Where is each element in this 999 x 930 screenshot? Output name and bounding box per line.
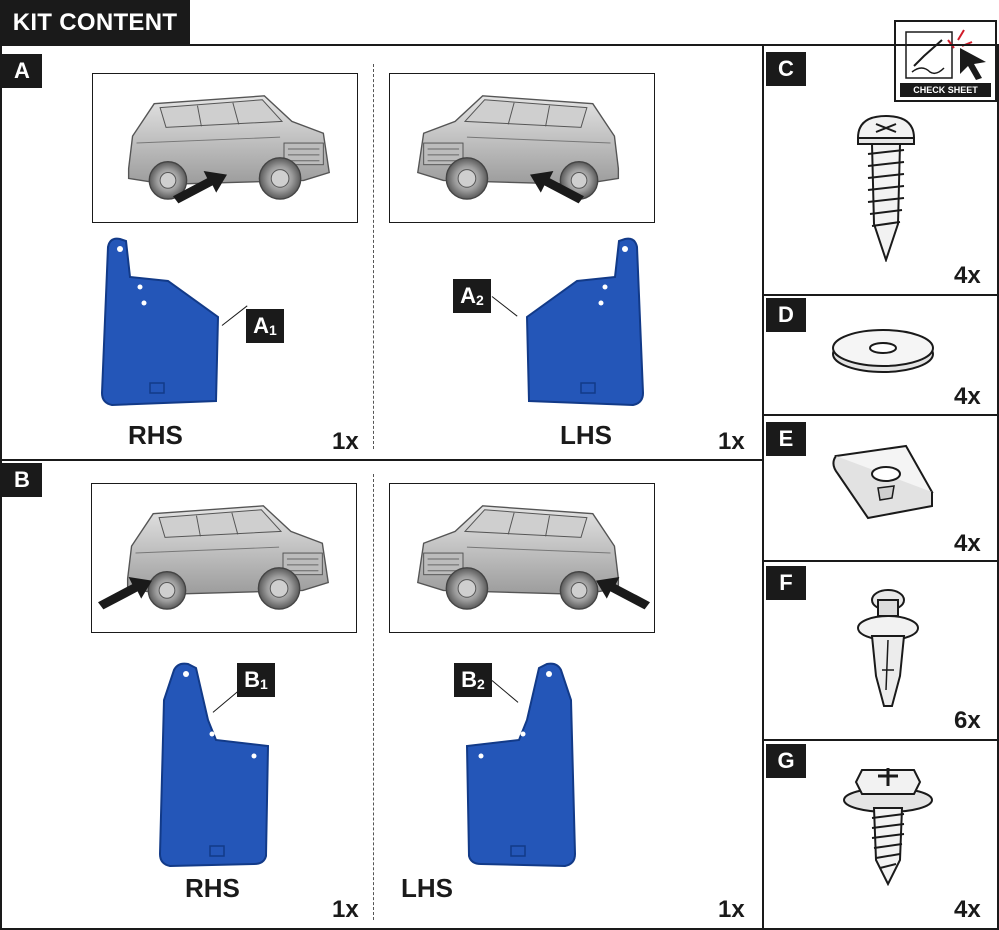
- vehicle-image: [404, 82, 640, 210]
- part-g-panel: [762, 739, 999, 930]
- flat-washer-icon: [832, 329, 934, 373]
- pointer-arrow-icon: [530, 170, 584, 208]
- qty-part-d: 4x: [954, 383, 981, 410]
- qty-a-rhs: 1x: [332, 428, 359, 455]
- side-label-b-lhs: LHS: [401, 873, 453, 903]
- vehicle-view-b-lhs: [389, 483, 655, 633]
- mudflap-b1-rhs: [158, 662, 270, 868]
- part-e-tag: E: [766, 422, 806, 456]
- part-d-tag: D: [766, 298, 806, 332]
- mudflap-b2-lhs: [465, 662, 577, 868]
- side-label-b-rhs: RHS: [185, 873, 240, 903]
- qty-b-rhs: 1x: [332, 896, 359, 923]
- part-f-tag: F: [766, 566, 806, 600]
- mudflap-a2-lhs: [525, 237, 645, 407]
- vehicle-view-a-lhs: [389, 73, 655, 223]
- hex-flange-screw-icon: [843, 768, 933, 886]
- part-g-tag: G: [766, 744, 806, 778]
- pointer-arrow-icon: [173, 170, 227, 208]
- qty-b-lhs: 1x: [718, 896, 745, 923]
- vehicle-view-b-rhs: [91, 483, 357, 633]
- check-sheet-label: CHECK SHEET: [900, 83, 991, 97]
- qty-part-e: 4x: [954, 530, 981, 557]
- qty-a-lhs: 1x: [718, 428, 745, 455]
- part-c-tag: C: [766, 52, 806, 86]
- pointer-arrow-icon: [98, 576, 152, 614]
- section-a-tag: A: [2, 54, 42, 88]
- u-clip-nut-icon: [832, 444, 934, 520]
- qty-part-g: 4x: [954, 896, 981, 923]
- side-label-a-rhs: RHS: [128, 420, 183, 450]
- pointer-arrow-icon: [596, 576, 650, 614]
- mudflap-a1-rhs: [100, 237, 220, 407]
- pan-head-screw-icon: [856, 114, 916, 262]
- push-rivet-icon: [857, 589, 919, 707]
- section-b-tag: B: [2, 463, 42, 497]
- qty-part-f: 6x: [954, 707, 981, 734]
- section-b-divider: [373, 474, 374, 920]
- page-title: KIT CONTENT: [0, 0, 190, 46]
- section-a-divider: [373, 64, 374, 449]
- side-label-a-lhs: LHS: [560, 420, 612, 450]
- qty-part-c: 4x: [954, 262, 981, 289]
- vehicle-view-a-rhs: [92, 73, 358, 223]
